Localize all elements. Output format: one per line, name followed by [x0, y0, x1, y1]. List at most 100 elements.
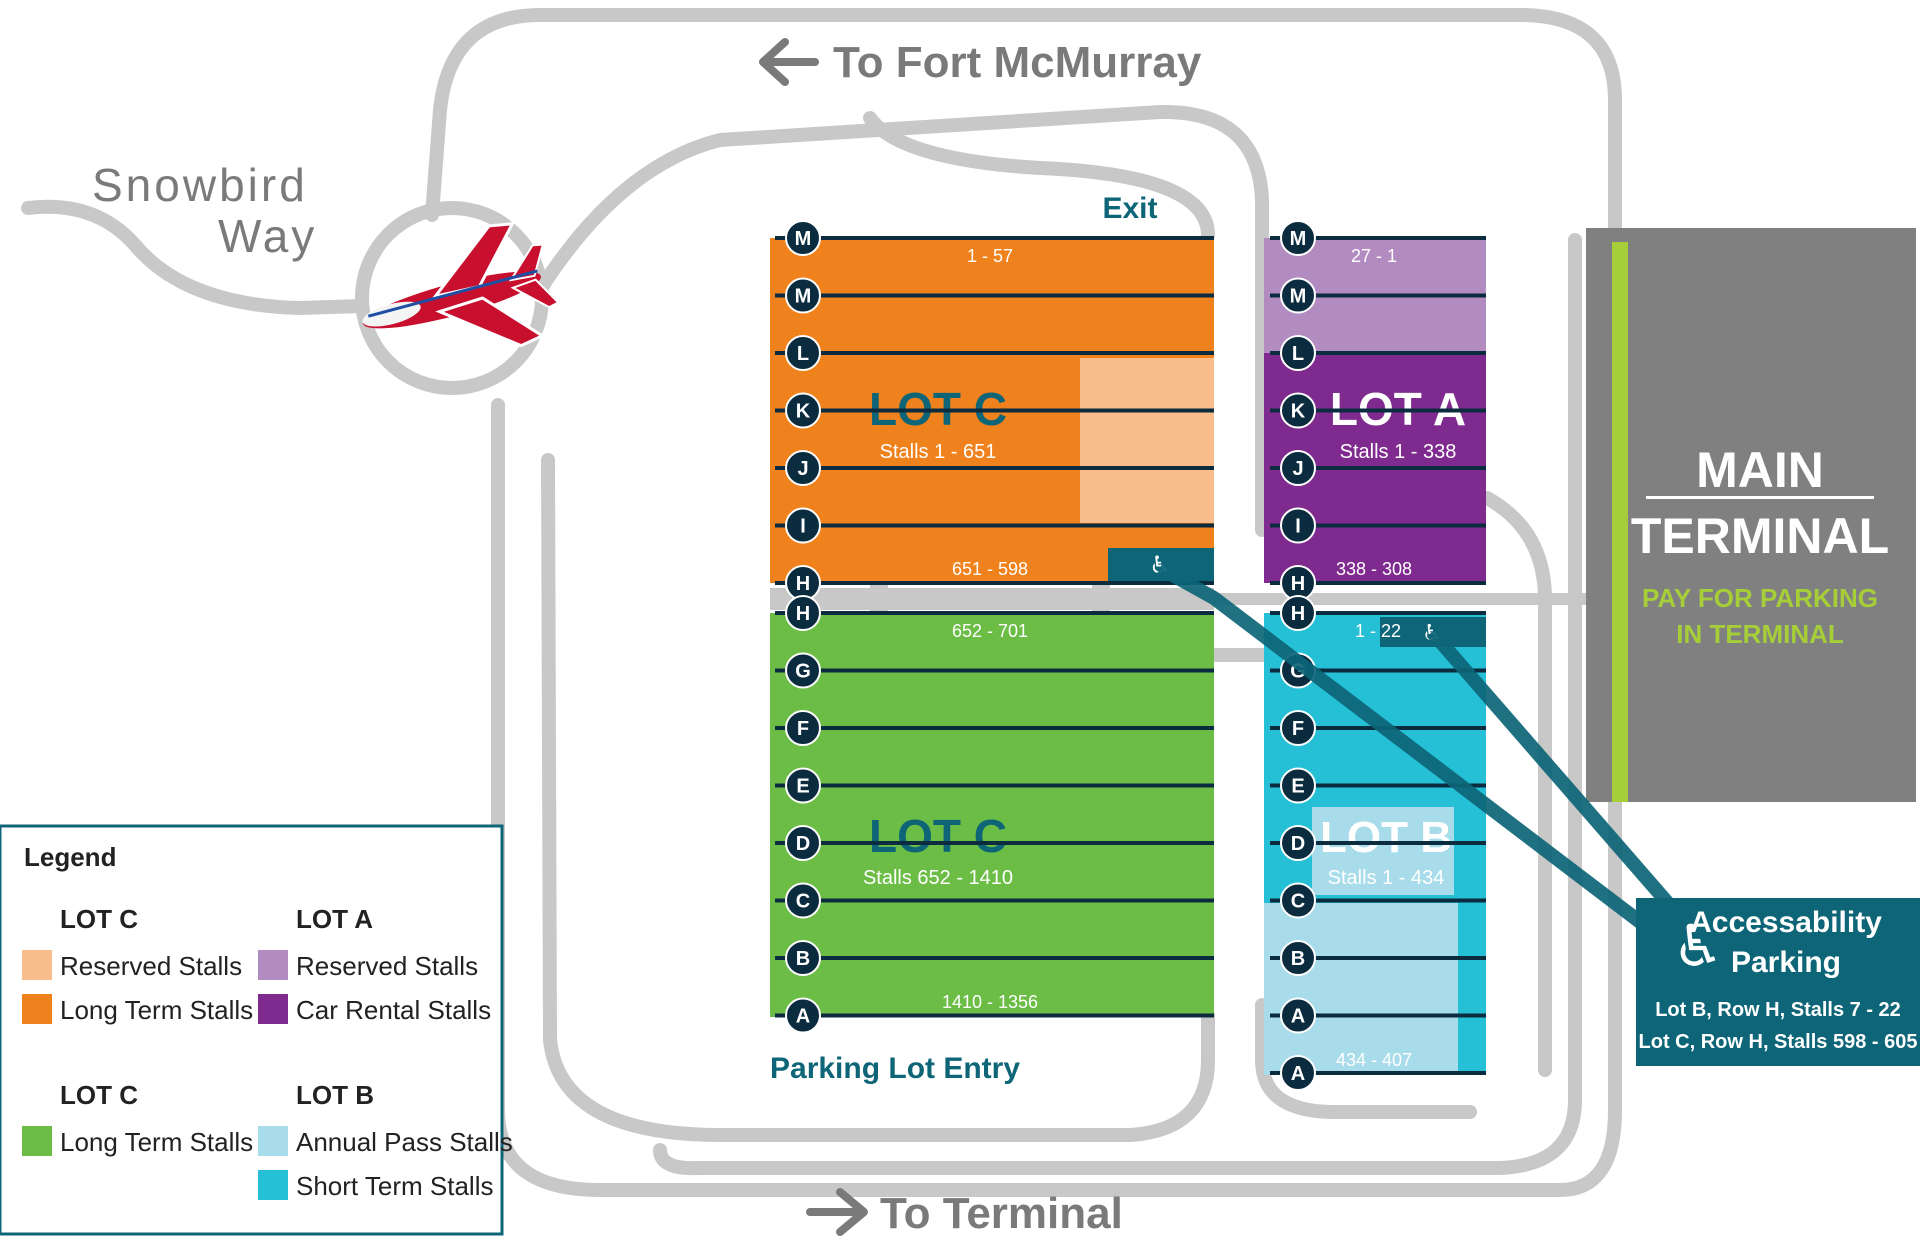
legend-swatch — [22, 950, 52, 980]
row-marker-label: J — [1292, 458, 1303, 480]
legend-item-label: Annual Pass Stalls — [296, 1127, 513, 1157]
legend-item-label: Short Term Stalls — [296, 1171, 493, 1201]
lot-a-range-bottom: 338 - 308 — [1336, 559, 1412, 579]
legend-group-title: LOT B — [296, 1080, 374, 1110]
arrow-left-icon — [759, 38, 819, 86]
row-marker-label: M — [1290, 286, 1307, 308]
lot-b-range-top: 1 - 22 — [1355, 621, 1401, 641]
row-marker[interactable]: A — [1280, 1055, 1316, 1091]
lot-c-lower-range-bottom: 1410 - 1356 — [942, 992, 1038, 1012]
main-terminal[interactable]: MAIN TERMINAL PAY FOR PARKING IN TERMINA… — [1586, 228, 1916, 802]
row-marker[interactable]: M — [785, 220, 821, 256]
legend-group-title: LOT C — [60, 1080, 138, 1110]
legend-swatch — [258, 1170, 288, 1200]
terminal-divider — [1646, 496, 1874, 499]
row-marker[interactable]: M — [785, 277, 821, 314]
row-marker-label: C — [1291, 891, 1305, 913]
legend-group-title: LOT C — [60, 904, 138, 934]
row-marker[interactable]: H — [785, 565, 821, 601]
row-marker-label: I — [800, 516, 806, 538]
row-marker-label: B — [1291, 948, 1305, 970]
to-terminal-text: To Terminal — [880, 1189, 1123, 1238]
row-marker[interactable]: M — [1280, 220, 1316, 256]
row-marker-label: A — [1291, 1063, 1305, 1085]
row-marker[interactable]: H — [1280, 595, 1316, 631]
row-marker[interactable]: J — [785, 450, 821, 486]
row-marker-label: L — [797, 343, 809, 365]
lot-c-reserved-area — [1080, 358, 1214, 523]
accessibility-panel[interactable]: ♿ Accessability Parking Lot B, Row H, St… — [1636, 898, 1920, 1066]
legend-swatch — [22, 1126, 52, 1156]
accessibility-title-line2: Parking — [1731, 946, 1841, 979]
accessibility-connectors — [1156, 561, 1706, 966]
accessibility-detail-line1: Lot B, Row H, Stalls 7 - 22 — [1655, 999, 1901, 1021]
row-marker[interactable]: E — [1280, 767, 1316, 804]
row-marker[interactable]: H — [785, 595, 821, 631]
row-marker[interactable]: K — [785, 392, 821, 429]
legend-swatch — [258, 994, 288, 1024]
row-marker[interactable]: F — [1280, 710, 1316, 746]
lot-c-lower-name: LOT C — [869, 810, 1007, 862]
row-marker[interactable]: K — [1280, 392, 1316, 429]
row-marker-label: M — [795, 228, 812, 250]
row-marker[interactable]: A — [785, 997, 821, 1034]
row-marker[interactable]: J — [1280, 450, 1316, 486]
wheelchair-icon: ♿ — [1672, 914, 1724, 979]
row-marker[interactable]: B — [785, 940, 821, 976]
legend-item-label: Long Term Stalls — [60, 1127, 253, 1157]
row-marker[interactable]: C — [785, 882, 821, 919]
row-marker[interactable]: B — [1280, 940, 1316, 976]
row-marker-label: E — [796, 776, 809, 798]
row-marker[interactable]: M — [1280, 277, 1316, 314]
row-marker[interactable]: I — [1280, 507, 1316, 544]
snowbird-line1: Snowbird — [92, 159, 308, 211]
terminal-pay-line1: PAY FOR PARKING — [1642, 583, 1878, 613]
row-marker-label: D — [796, 833, 810, 855]
row-marker[interactable]: L — [1280, 335, 1316, 371]
row-marker[interactable]: G — [785, 652, 821, 689]
lot-b-label-box — [1312, 807, 1454, 895]
row-marker-label: I — [1295, 516, 1301, 538]
lot-b-name: LOT B — [1320, 813, 1452, 862]
row-marker[interactable]: F — [785, 710, 821, 746]
legend-item-label: Long Term Stalls — [60, 995, 253, 1025]
lot-c-lower[interactable]: LOT C Stalls 652 - 1410 652 - 701 1410 -… — [770, 613, 1214, 1017]
row-marker-label: G — [795, 661, 811, 683]
lot-b-range-bottom: 434 - 407 — [1336, 1050, 1412, 1070]
row-marker[interactable]: D — [1280, 825, 1316, 861]
legend-swatch — [22, 994, 52, 1024]
exit-label: Exit — [1102, 192, 1157, 225]
legend-swatch — [258, 1126, 288, 1156]
fort-mcmurray-text: To Fort McMurray — [833, 38, 1202, 87]
terminal-green-strip — [1612, 242, 1628, 802]
row-marker-label: K — [1291, 401, 1306, 423]
row-marker[interactable]: L — [785, 335, 821, 371]
fort-mcmurray-label: To Fort McMurray — [759, 38, 1202, 87]
row-marker[interactable]: H — [1280, 565, 1316, 601]
lot-connectors — [770, 585, 1586, 615]
entry-label: Parking Lot Entry — [770, 1052, 1020, 1085]
row-marker[interactable]: C — [1280, 882, 1316, 919]
row-marker-label: A — [1291, 1006, 1305, 1028]
legend-group-title: LOT A — [296, 904, 373, 934]
to-terminal-label: To Terminal — [806, 1188, 1123, 1238]
arrow-right-icon — [806, 1188, 868, 1236]
road-network — [21, 8, 1622, 1197]
row-marker-label: H — [1291, 603, 1305, 625]
lot-c-accessible-stalls — [1108, 548, 1214, 583]
snowbird-line2: Way — [218, 210, 317, 262]
legend-title: Legend — [24, 842, 116, 872]
row-marker-label: F — [1292, 718, 1304, 740]
row-marker[interactable]: A — [1280, 997, 1316, 1034]
terminal-pay-line2: IN TERMINAL — [1676, 619, 1844, 649]
row-marker[interactable]: E — [785, 767, 821, 804]
row-marker[interactable]: I — [785, 507, 821, 544]
accessibility-detail-line2: Lot C, Row H, Stalls 598 - 605 — [1639, 1031, 1918, 1053]
legend-item-label: Car Rental Stalls — [296, 995, 491, 1025]
row-marker[interactable]: D — [785, 825, 821, 861]
airplane-icon — [362, 222, 560, 348]
row-marker-label: F — [797, 718, 809, 740]
row-marker-label: A — [796, 1006, 810, 1028]
